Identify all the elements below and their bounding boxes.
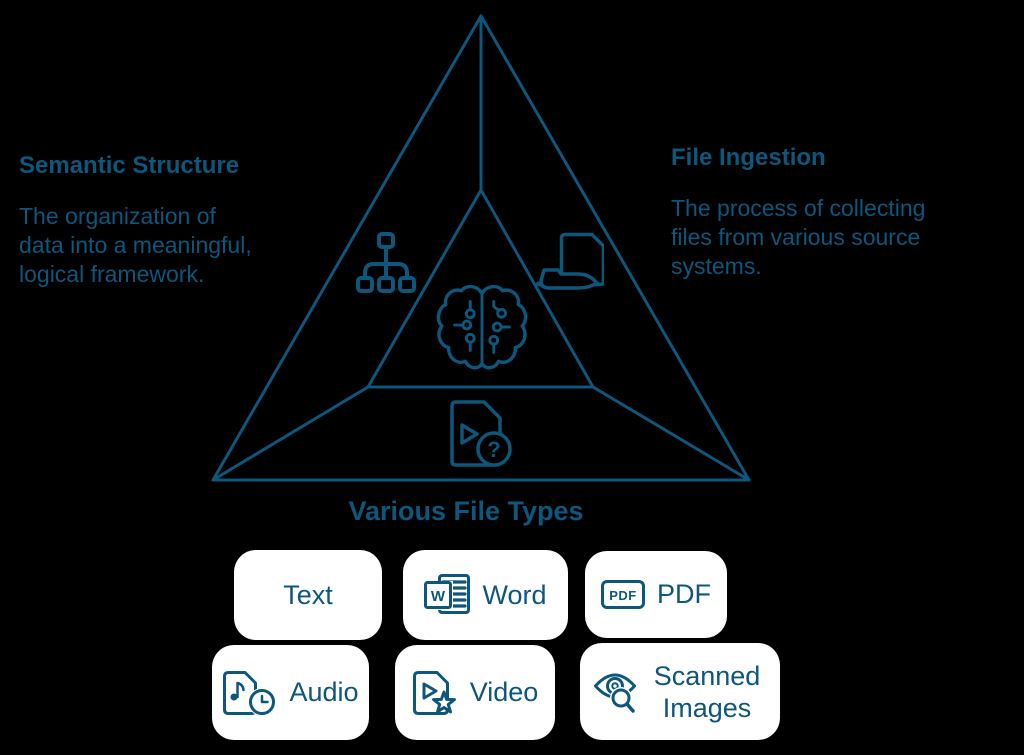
unknown-file-type-icon: ? (450, 400, 512, 467)
callout-body: The organization of data into a meaningf… (19, 202, 339, 289)
file-card-pdf: PDF PDF (585, 551, 727, 638)
connector-lines (211, 14, 751, 482)
file-card-label: Text (283, 579, 333, 610)
pdf-document-icon: PDF (601, 580, 645, 609)
scanned-images-eye-icon (594, 673, 636, 713)
file-ingestion-hand-icon (536, 232, 604, 290)
file-card-scanned-images: Scanned Images (580, 643, 780, 740)
video-file-icon (412, 670, 456, 715)
file-card-label: Word (482, 579, 547, 610)
callout-line: systems. (671, 253, 762, 279)
ai-brain-circuit-icon (436, 284, 528, 370)
file-card-label: Audio (289, 677, 359, 707)
callout-line: files from various source (671, 224, 921, 250)
callout-body: The process of collecting files from var… (671, 194, 991, 281)
file-card-label: PDF (657, 579, 711, 609)
callout-title: Semantic Structure (19, 152, 240, 179)
callout-line: The organization of (19, 203, 216, 229)
hierarchy-icon (356, 232, 416, 293)
callout-line: logical framework. (19, 261, 205, 287)
word-document-icon: W (424, 574, 471, 614)
file-ingestion-callout: File Ingestion The process of collecting… (671, 144, 991, 281)
callout-title: File Ingestion (671, 144, 826, 171)
callout-line: data into a meaningful, (19, 232, 252, 258)
file-card-label: Scanned Images (653, 660, 761, 723)
pdf-badge-text: PDF (609, 588, 637, 603)
word-badge-letter: W (431, 588, 446, 605)
semantic-structure-callout: Semantic Structure The organization of d… (19, 152, 339, 289)
file-card-audio: Audio (212, 645, 369, 740)
file-card-text: Text (234, 550, 382, 640)
callout-line: The process of collecting (671, 195, 926, 221)
audio-file-icon (223, 670, 277, 716)
file-card-label: Video (469, 677, 539, 707)
file-card-video: Video (395, 645, 555, 740)
question-mark-glyph: ? (487, 437, 500, 462)
various-file-types-label: Various File Types (348, 496, 584, 526)
outer-triangle (211, 14, 751, 482)
inner-triangle (366, 188, 595, 389)
file-card-word: W Word (403, 550, 568, 640)
